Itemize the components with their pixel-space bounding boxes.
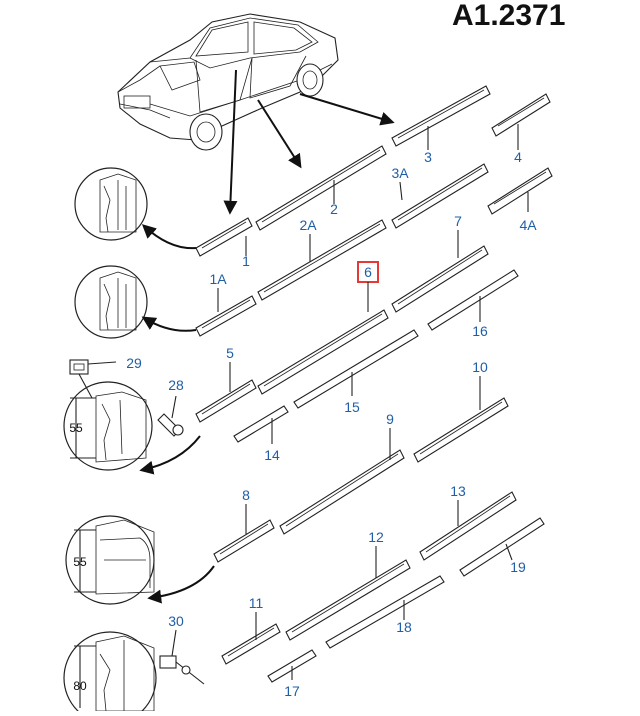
label-16: 16 (472, 323, 488, 339)
part-5 (195, 379, 257, 423)
label-8: 8 (242, 487, 250, 503)
dimension-3: 80 (73, 679, 87, 693)
part-2a (257, 219, 387, 301)
label-9: 9 (386, 411, 394, 427)
reference-code: A1.2371 (452, 0, 565, 32)
detail-circle-1 (74, 167, 148, 241)
part-14 (233, 405, 289, 443)
part-4a (487, 167, 553, 215)
car-illustration (117, 13, 339, 151)
label-15: 15 (344, 399, 360, 415)
detail-circle-5 (63, 631, 157, 716)
fastener-28 (157, 413, 184, 437)
label-2a: 2A (299, 217, 317, 233)
dimension-1: 55 (69, 421, 83, 435)
detail-circle-3 (63, 381, 153, 471)
part-4 (491, 93, 551, 137)
detail-arrow-2 (141, 316, 197, 332)
part-10 (413, 397, 509, 463)
label-1a: 1A (209, 271, 227, 287)
label-6: 6 (364, 264, 372, 280)
label-4a: 4A (519, 217, 537, 233)
label-3a: 3A (391, 165, 409, 181)
label-17: 17 (284, 683, 300, 699)
part-3a (391, 163, 489, 229)
fastener-30 (159, 655, 205, 685)
part-15 (293, 329, 419, 409)
label-11: 11 (249, 595, 264, 611)
label-5: 5 (226, 345, 234, 361)
part-19 (459, 517, 545, 577)
label-19: 19 (510, 559, 526, 575)
label-1: 1 (242, 253, 250, 269)
part-12 (285, 559, 411, 641)
label-28: 28 (168, 377, 184, 393)
dimension-2: 55 (73, 555, 87, 569)
label-3: 3 (424, 149, 432, 165)
part-7 (391, 245, 489, 313)
detail-circle-4 (65, 515, 155, 605)
part-16 (427, 269, 519, 331)
part-18 (325, 575, 445, 649)
part-1a (195, 295, 257, 337)
detail-circle-2 (74, 265, 148, 339)
label-4: 4 (514, 149, 522, 165)
label-14: 14 (264, 447, 280, 463)
fastener-29 (69, 359, 89, 375)
car-arrow-2 (257, 99, 302, 169)
part-9 (279, 449, 405, 535)
part-8 (213, 519, 275, 563)
label-30: 30 (168, 613, 184, 629)
label-10: 10 (472, 359, 488, 375)
detail-arrow-4 (147, 565, 215, 604)
label-18: 18 (396, 619, 412, 635)
detail-arrow-3 (139, 435, 201, 475)
part-11 (221, 623, 281, 665)
detail-arrow-1 (141, 224, 197, 250)
part-3 (391, 85, 491, 147)
label-12: 12 (368, 529, 384, 545)
part-13 (419, 491, 517, 561)
part-1 (195, 217, 253, 257)
part-6 (257, 309, 389, 395)
label-2: 2 (330, 201, 338, 217)
car-arrow-3 (299, 93, 395, 126)
label-7: 7 (454, 213, 462, 229)
label-13: 13 (450, 483, 466, 499)
label-29: 29 (126, 355, 142, 371)
car-arrow-1 (223, 69, 238, 215)
part-2 (255, 145, 387, 231)
